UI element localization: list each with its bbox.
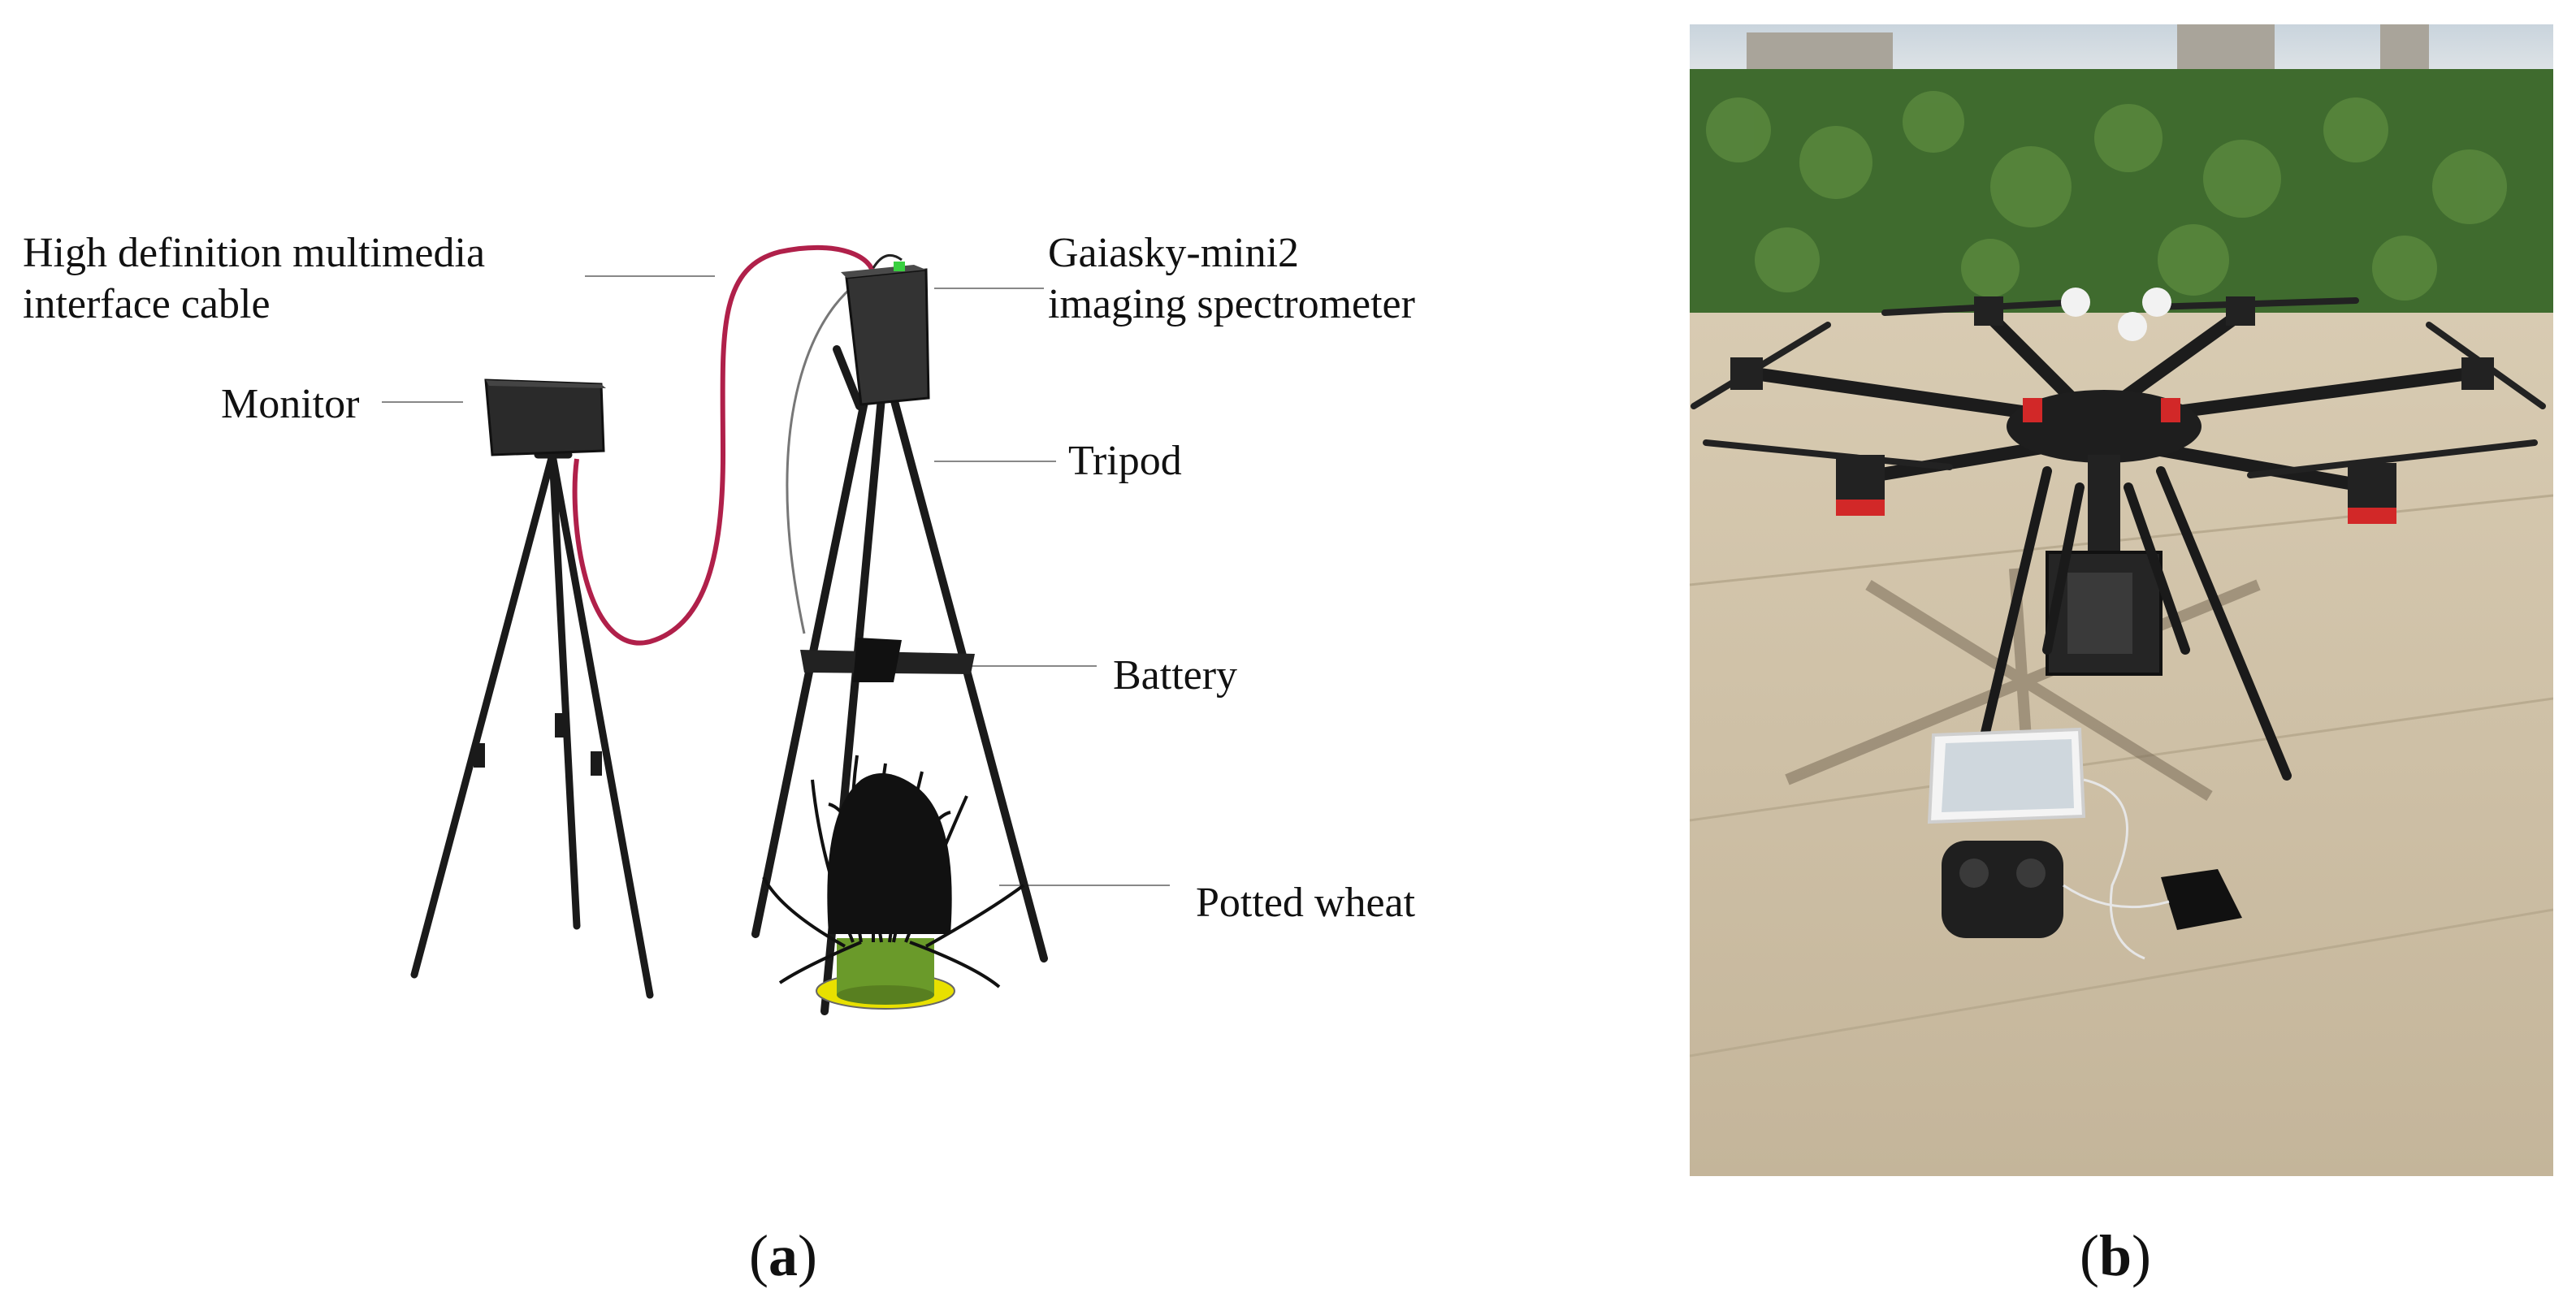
tripod-label: Tripod [1068,438,1182,484]
battery-label: Battery [1113,652,1238,699]
caption-b-letter: b [2098,1223,2132,1288]
monitor-label: Monitor [221,381,360,427]
panel-a-diagram [382,244,1170,1015]
caption-a: (a) [749,1222,817,1290]
monitor-icon [484,378,606,456]
potted-wheat-label: Potted wheat [1196,880,1416,926]
caption-b-close: ) [2132,1223,2152,1288]
led-indicator [894,262,905,271]
caption-a-open: ( [749,1223,768,1288]
remote-controller [1942,841,2063,938]
spectrometer-icon [841,253,930,406]
monitor-tripod-joints [474,713,602,776]
potted-wheat-icon [762,755,1025,1010]
mini-keyboard [2161,869,2242,930]
spectrometer-label-line1: Gaiasky-mini2 [1048,230,1300,276]
spectrometer-label-line2: imaging spectrometer [1048,281,1415,327]
tablet-device [1927,727,2086,824]
motors [1730,296,2494,524]
landing-gear [1973,466,2292,781]
caption-a-close: ) [797,1223,817,1288]
drone-body [2007,288,2202,463]
hdmi-cable [572,244,876,646]
hdmi-cable-label-line1: High definition multimedia [23,230,486,276]
caption-a-letter: a [768,1223,798,1288]
caption-b: (b) [2080,1222,2151,1290]
caption-b-open: ( [2080,1223,2099,1288]
battery-icon [800,638,975,682]
monitor-tripod [410,451,654,999]
hdmi-cable-label-line2: interface cable [23,281,271,327]
